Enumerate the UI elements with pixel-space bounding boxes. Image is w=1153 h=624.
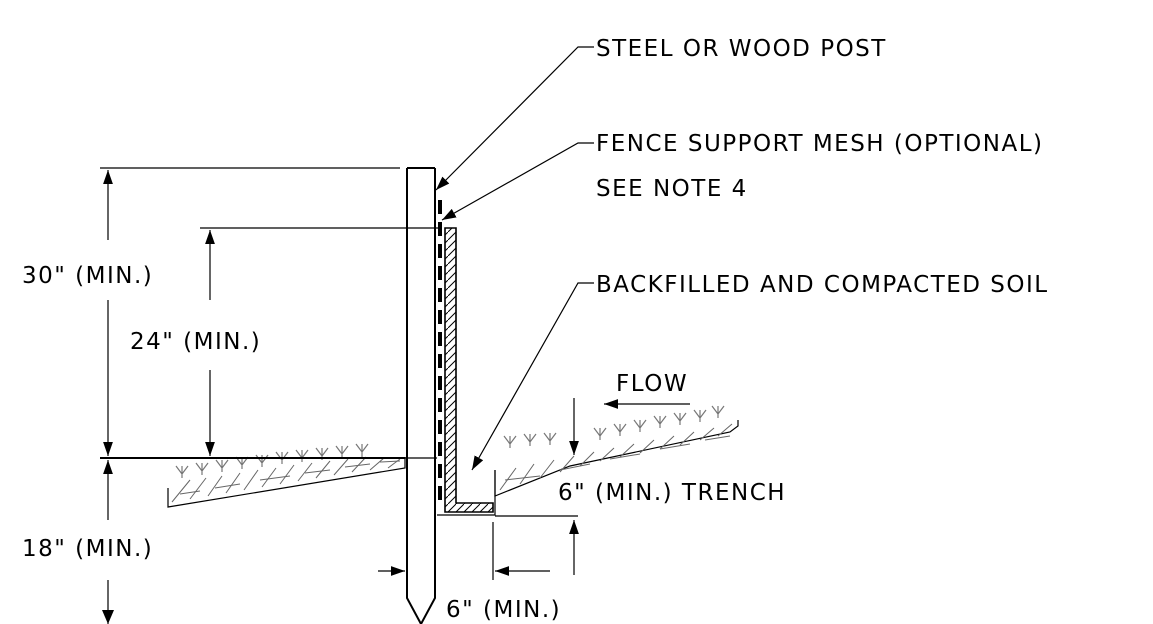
- label-post: STEEL OR WOOD POST: [596, 36, 887, 62]
- dim-18-arrowhead: [102, 610, 114, 624]
- label-dim-24: 24" (MIN.): [130, 329, 261, 355]
- post: [406, 167, 436, 624]
- label-soil: BACKFILLED AND COMPACTED SOIL: [596, 272, 1049, 298]
- label-flow: FLOW: [616, 371, 688, 397]
- leader-mesh: [441, 142, 594, 221]
- trench-outline: [437, 470, 496, 516]
- grass-right: [503, 405, 725, 448]
- label-dim-6: 6" (MIN.): [446, 597, 561, 623]
- label-dim-trench: 6" (MIN.) TRENCH: [558, 480, 786, 506]
- filter-fabric: [444, 227, 494, 513]
- label-mesh-note: SEE NOTE 4: [596, 176, 748, 202]
- ground-left: [167, 456, 406, 508]
- leader-soil: [471, 282, 594, 471]
- label-mesh: FENCE SUPPORT MESH (OPTIONAL): [596, 131, 1044, 157]
- label-dim-30: 30" (MIN.): [22, 263, 153, 289]
- label-dim-18: 18" (MIN.): [22, 536, 153, 562]
- leader-post: [435, 46, 594, 191]
